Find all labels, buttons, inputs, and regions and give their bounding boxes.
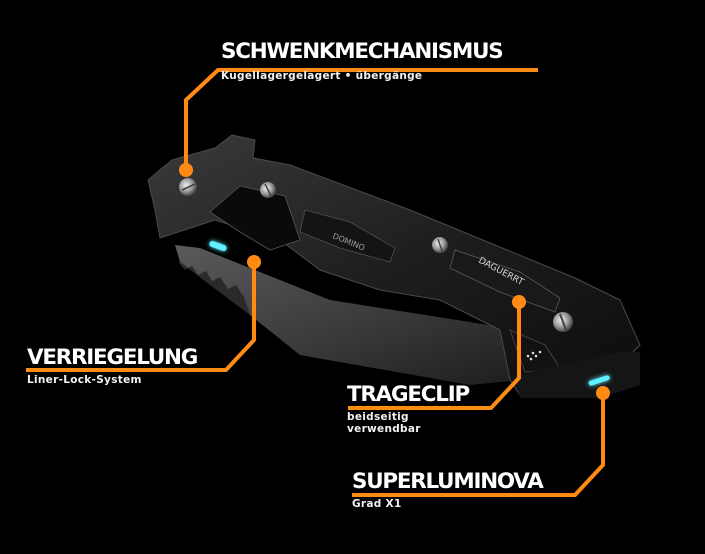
callout-superluminova: SUPERLUMINOVA Grad X1 — [352, 470, 544, 510]
callout-subtitle-line-1: beidseitig — [347, 411, 409, 423]
callout-anchor-dots — [179, 163, 610, 400]
screw-icon — [553, 312, 573, 332]
callout-subtitle: Liner-Lock-System — [27, 374, 142, 386]
callout-title: VERRIEGELUNG — [27, 345, 198, 369]
callout-subtitle-line-2: verwendbar — [347, 423, 421, 435]
luminous-insert — [209, 240, 227, 252]
callout-verriegelung: VERRIEGELUNG Liner-Lock-System — [27, 345, 198, 386]
callout-subtitle: Kugellagergelagert • übergänge — [221, 70, 423, 82]
screw-icon — [260, 182, 276, 198]
callout-title: SUPERLUMINOVA — [352, 469, 544, 493]
blade — [175, 245, 560, 385]
luminous-insert — [588, 375, 610, 386]
screw-icon — [432, 237, 448, 253]
callout-title: SCHWENKMECHANISMUS — [221, 39, 504, 63]
callout-schwenkmechanismus: SCHWENKMECHANISMUS Kugellagergelagert • … — [221, 40, 504, 82]
callout-title: TRAGECLIP — [347, 382, 470, 406]
callout-subtitle: Grad X1 — [352, 498, 402, 510]
callout-trageclip: TRAGECLIP beidseitig verwendbar — [347, 382, 470, 435]
callout-connectors — [26, 68, 605, 497]
dot-pattern — [526, 350, 542, 361]
screw-icon — [179, 178, 197, 196]
